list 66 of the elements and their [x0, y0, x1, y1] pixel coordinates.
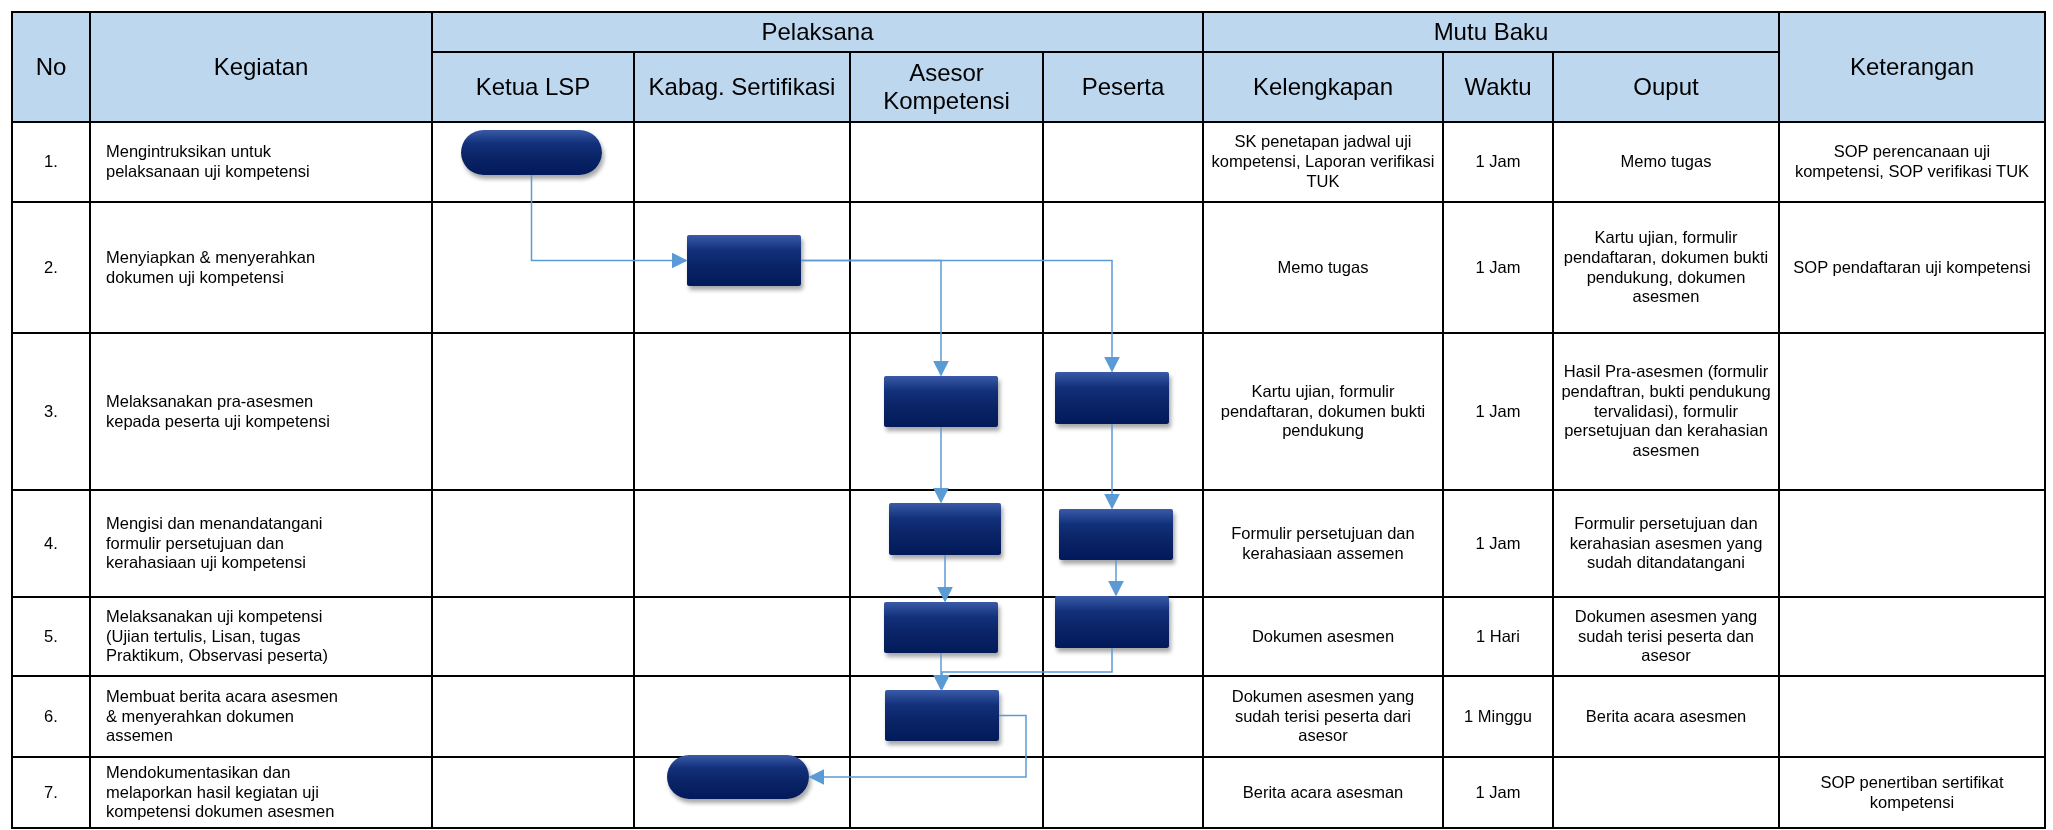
output-text: Berita acara asesmen [1585, 706, 1747, 727]
row-number: 1. [44, 152, 58, 172]
duration-text: 1 Jam [1475, 152, 1521, 172]
requirement-text: Formulir persetujuan dan kerahasiaan assemen [1230, 523, 1416, 564]
requirement-text: Dokumen asesmen [1251, 626, 1395, 647]
column-header: No [35, 53, 67, 81]
activity-description: Mendokumentasikan dan melaporkan hasil kegiatan uji kompetensi dokumen asesmen [106, 762, 336, 823]
output-text: Memo tugas [1620, 152, 1712, 172]
row-number: 6. [44, 706, 58, 727]
column-header: Asesor Kompetensi [882, 59, 1011, 115]
column-header: Pelaksana [761, 18, 874, 46]
duration-text: 1 Jam [1475, 533, 1521, 554]
activity-description: Mengisi dan menandatangani formulir persetujuan dan kerahasiaan uji kompetensi [106, 513, 324, 574]
process-box [687, 235, 801, 286]
activity-description: Melaksanakan uji kompetensi (Ujian tertulis, Lisan, tugas Praktikum, Observasi peserta) [106, 606, 329, 667]
requirement-text: Kartu ujian, formulir pendaftaran, dokumen bukti pendukung [1219, 381, 1427, 442]
activity-description: Membuat berita acara asesmen & menyerahkan dokumen assemen [106, 686, 340, 747]
terminator-shape [461, 130, 602, 175]
column-header: Peserta [1081, 73, 1165, 101]
duration-text: 1 Jam [1475, 401, 1521, 422]
requirement-text: Berita acara asesman [1242, 782, 1404, 803]
row-number: 3. [44, 401, 58, 422]
arrow [1104, 423, 1120, 510]
requirement-text: Memo tugas [1277, 257, 1369, 278]
column-header: Kegiatan [213, 53, 309, 81]
arrow [937, 554, 953, 603]
column-header: Kelengkapan [1252, 73, 1394, 101]
arrow [1108, 559, 1124, 597]
duration-text: 1 Hari [1476, 626, 1520, 647]
process-box [885, 690, 999, 741]
row-number: 5. [44, 626, 58, 647]
note-text: SOP pendaftaran uji kompetensi [1793, 257, 2031, 278]
arrow [530, 174, 688, 269]
output-text: Formulir persetujuan dan kerahasian asesmen yang sudah ditandatangani [1568, 513, 1764, 574]
column-header: Ketua LSP [475, 73, 591, 101]
activity-description: Mengintruksikan untuk pelaksanaan uji kompetensi [106, 142, 311, 182]
row-number: 2. [44, 257, 58, 278]
process-box [1055, 372, 1169, 424]
note-text: SOP perencanaan uji kompetensi, SOP verifikasi TUK [1793, 142, 2031, 182]
duration-text: 1 Jam [1475, 782, 1521, 803]
requirement-text: Dokumen asesmen yang sudah terisi peserta dari asesor [1230, 686, 1416, 747]
column-header: Mutu Baku [1433, 18, 1549, 46]
process-box [889, 503, 1001, 555]
duration-text: 1 Jam [1475, 257, 1521, 278]
activity-description: Melaksanakan pra-asesmen kepada peserta uji kompetensi [106, 391, 331, 432]
column-header: Ouput [1633, 73, 1699, 101]
process-box [884, 376, 998, 427]
output-text: Dokumen asesmen yang sudah terisi peserta dan asesor [1573, 606, 1759, 667]
column-header: Kabag. Sertifikasi [648, 73, 836, 101]
duration-text: 1 Minggu [1464, 706, 1532, 727]
note-text: SOP penertiban sertifikat kompetensi [1819, 772, 2005, 813]
output-text: Hasil Pra-asesmen (formulir pendaftran, bukti pendukung tervalidasi), formulir persetujuan dan kerahasian asesmen [1561, 362, 1771, 461]
arrow [800, 259, 1120, 373]
arrow [933, 426, 949, 504]
process-box [1059, 509, 1173, 560]
process-box [1055, 596, 1169, 648]
process-box [884, 602, 998, 653]
column-header: Waktu [1464, 73, 1532, 101]
arrow [808, 714, 1027, 785]
row-number: 7. [44, 782, 58, 803]
requirement-text: SK penetapan jadwal uji kompetensi, Laporan verifikasi TUK [1211, 132, 1435, 192]
output-text: Kartu ujian, formulir pendaftaran, dokumen bukti pendukung, dokumen asesmen [1562, 227, 1770, 308]
column-header: Keterangan [1849, 53, 1975, 81]
activity-description: Menyiapkan & menyerahkan dokumen uji kompetensi [106, 247, 317, 288]
terminator-shape [667, 755, 809, 799]
row-number: 4. [44, 533, 58, 554]
